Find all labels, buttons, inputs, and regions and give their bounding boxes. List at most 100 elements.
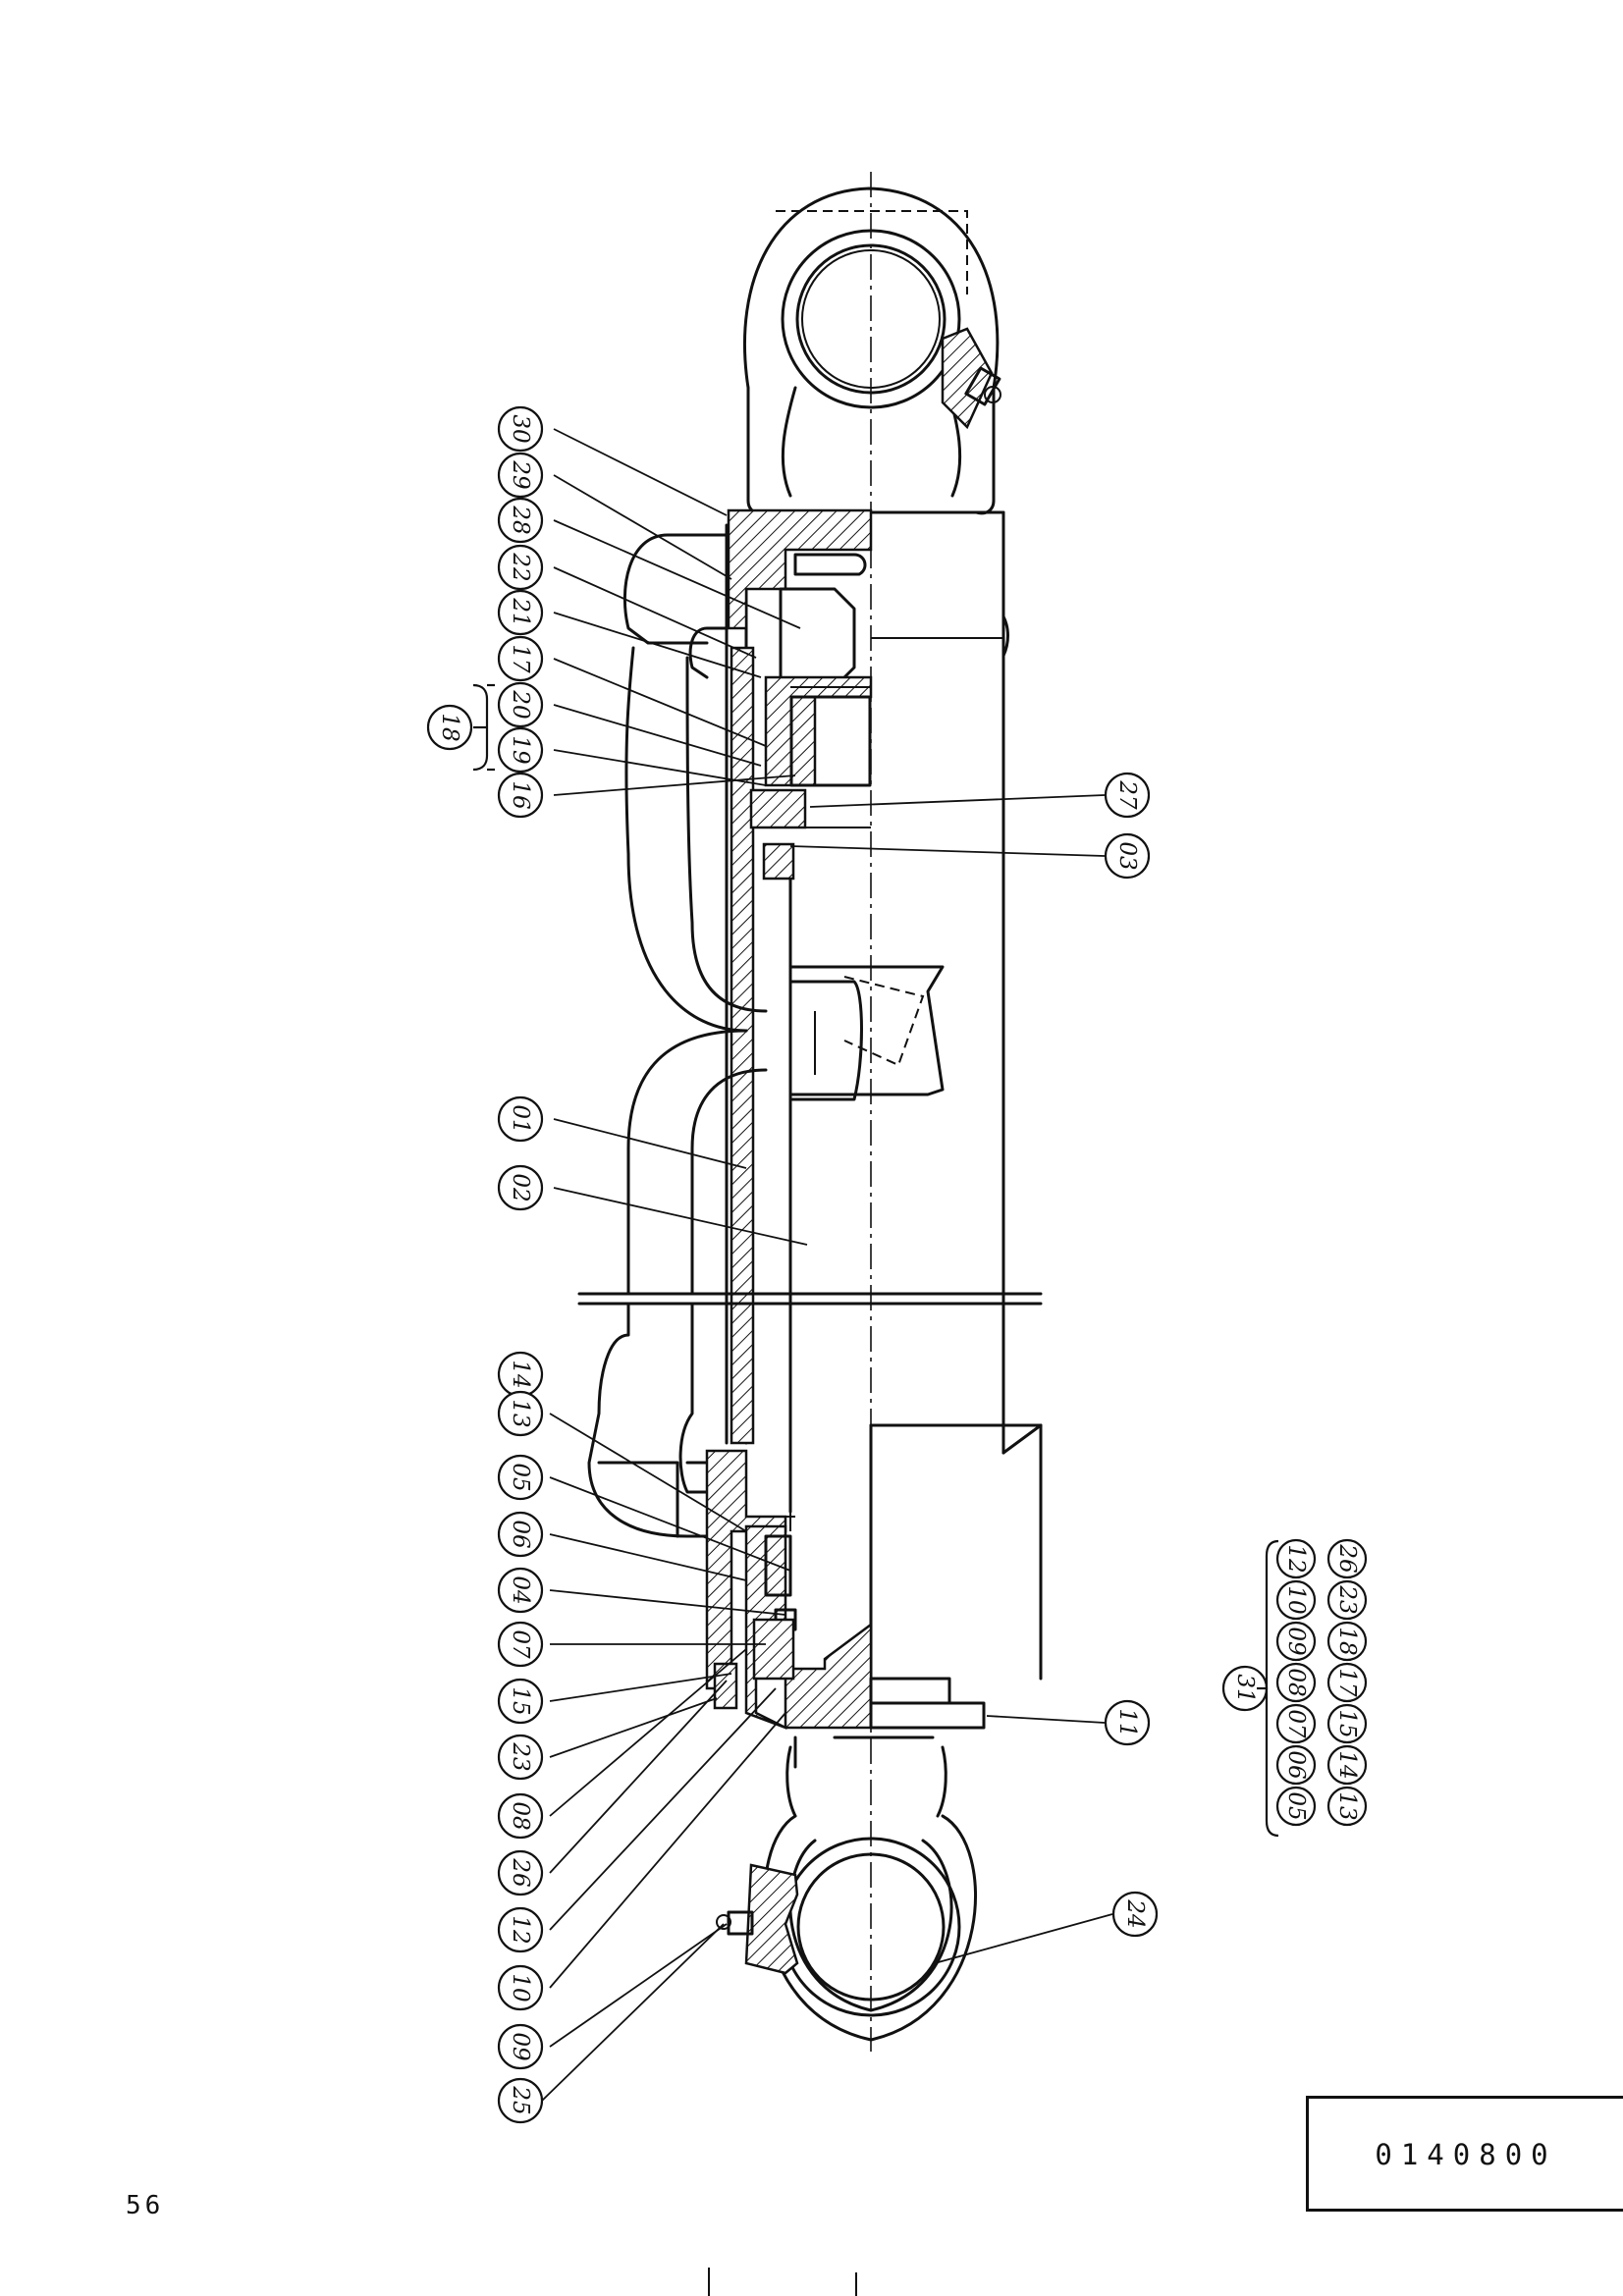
svg-text:15: 15 xyxy=(508,1686,533,1715)
callout-02: 02 xyxy=(497,1164,544,1211)
kit-31-item: 05 xyxy=(1275,1786,1317,1827)
svg-text:23: 23 xyxy=(508,1741,533,1771)
svg-text:31: 31 xyxy=(1232,1674,1258,1702)
kit-31-item: 07 xyxy=(1275,1703,1317,1744)
callout-18: 18 xyxy=(426,704,473,751)
svg-text:12: 12 xyxy=(508,1915,533,1944)
svg-text:11: 11 xyxy=(1114,1708,1140,1736)
svg-text:29: 29 xyxy=(508,459,533,489)
kit-31-group: 31 05 06 07 08 09 10 12 13 14 15 17 18 2… xyxy=(1221,1538,1368,1838)
callout-13: 13 xyxy=(497,1390,544,1437)
callout-19: 19 xyxy=(497,726,544,774)
callout-25: 25 xyxy=(497,2077,544,2124)
svg-text:09: 09 xyxy=(508,2032,533,2060)
bottom-head xyxy=(705,1449,986,1769)
svg-text:28: 28 xyxy=(508,505,533,534)
svg-text:02: 02 xyxy=(508,1173,533,1201)
callout-05: 05 xyxy=(497,1454,544,1501)
page-number: 56 xyxy=(126,2191,165,2220)
callout-15: 15 xyxy=(497,1678,544,1725)
kit-31-item: 26 xyxy=(1326,1538,1368,1579)
callout-28: 28 xyxy=(497,497,544,544)
cylinder-tube xyxy=(577,523,1043,1681)
kit-31-item: 23 xyxy=(1326,1579,1368,1621)
callout-11: 11 xyxy=(1104,1699,1151,1746)
svg-text:10: 10 xyxy=(1283,1585,1309,1614)
svg-text:30: 30 xyxy=(508,414,533,443)
svg-text:07: 07 xyxy=(508,1629,533,1659)
svg-text:14: 14 xyxy=(508,1360,533,1388)
callout-20: 20 xyxy=(497,681,544,728)
callout-08: 08 xyxy=(497,1792,544,1840)
kit-31-item: 15 xyxy=(1326,1703,1368,1744)
document-number: 0140800 xyxy=(1375,2138,1557,2171)
svg-text:05: 05 xyxy=(1283,1791,1309,1820)
kit-31-item: 08 xyxy=(1275,1662,1317,1703)
margin-marks xyxy=(708,2268,857,2296)
leader-lines xyxy=(549,428,1113,2048)
callout-01: 01 xyxy=(497,1095,544,1143)
port-fitting xyxy=(788,965,945,1101)
kit-31-item: 10 xyxy=(1275,1579,1317,1621)
kit-31-item: 12 xyxy=(1275,1538,1317,1579)
svg-text:17: 17 xyxy=(1334,1668,1360,1697)
svg-text:24: 24 xyxy=(1122,1898,1148,1928)
svg-text:21: 21 xyxy=(508,597,533,626)
svg-text:27: 27 xyxy=(1114,779,1140,810)
svg-text:26: 26 xyxy=(508,1857,533,1887)
kit-31-item: 09 xyxy=(1275,1621,1317,1662)
svg-text:08: 08 xyxy=(508,1801,533,1830)
svg-text:05: 05 xyxy=(508,1463,533,1491)
callout-29: 29 xyxy=(497,452,544,499)
callout-06: 06 xyxy=(497,1511,544,1558)
callout-12: 12 xyxy=(497,1906,544,1953)
svg-text:23: 23 xyxy=(1334,1584,1360,1614)
svg-text:06: 06 xyxy=(1283,1750,1309,1779)
bottom-eye xyxy=(716,1745,977,2042)
svg-text:16: 16 xyxy=(508,780,533,809)
top-eye xyxy=(743,187,1001,515)
svg-text:06: 06 xyxy=(508,1520,533,1548)
svg-text:13: 13 xyxy=(1334,1791,1360,1820)
svg-text:10: 10 xyxy=(508,1973,533,2002)
svg-text:26: 26 xyxy=(1334,1543,1360,1573)
kit-31-item: 06 xyxy=(1275,1744,1317,1786)
svg-text:01: 01 xyxy=(508,1104,533,1133)
kit-31-bracket xyxy=(1265,1539,1279,1838)
callout-21: 21 xyxy=(497,589,544,636)
kit-31-item: 14 xyxy=(1326,1744,1368,1786)
svg-text:03: 03 xyxy=(1114,841,1140,870)
callout-27: 27 xyxy=(1104,772,1151,819)
callout-30: 30 xyxy=(497,405,544,453)
svg-text:15: 15 xyxy=(1334,1709,1360,1737)
callout-10: 10 xyxy=(497,1964,544,2011)
svg-text:18: 18 xyxy=(1334,1627,1360,1655)
callout-04: 04 xyxy=(497,1567,544,1614)
callout-17: 17 xyxy=(497,635,544,682)
kit-31-item: 13 xyxy=(1326,1786,1368,1827)
top-pipe xyxy=(622,533,768,1296)
svg-text:07: 07 xyxy=(1283,1709,1309,1738)
kit-31-item: 18 xyxy=(1326,1621,1368,1662)
svg-text:19: 19 xyxy=(508,735,533,764)
piston-rod xyxy=(764,510,1043,1455)
svg-text:25: 25 xyxy=(508,2085,533,2114)
callout-22: 22 xyxy=(497,544,544,591)
kit-31-item: 17 xyxy=(1326,1662,1368,1703)
svg-text:09: 09 xyxy=(1283,1627,1309,1655)
svg-text:18: 18 xyxy=(437,713,462,741)
bottom-pipe xyxy=(587,1302,709,1538)
cylinder-head xyxy=(727,508,873,881)
callout-14: 14 xyxy=(497,1351,544,1398)
svg-text:14: 14 xyxy=(1334,1750,1360,1779)
svg-text:20: 20 xyxy=(508,689,533,719)
svg-text:13: 13 xyxy=(508,1399,533,1427)
svg-text:04: 04 xyxy=(508,1575,533,1604)
callout-07: 07 xyxy=(497,1621,544,1668)
callout-23: 23 xyxy=(497,1734,544,1781)
svg-text:22: 22 xyxy=(508,552,533,581)
svg-text:12: 12 xyxy=(1283,1544,1309,1573)
callout-24: 24 xyxy=(1111,1891,1159,1938)
callout-09: 09 xyxy=(497,2023,544,2070)
